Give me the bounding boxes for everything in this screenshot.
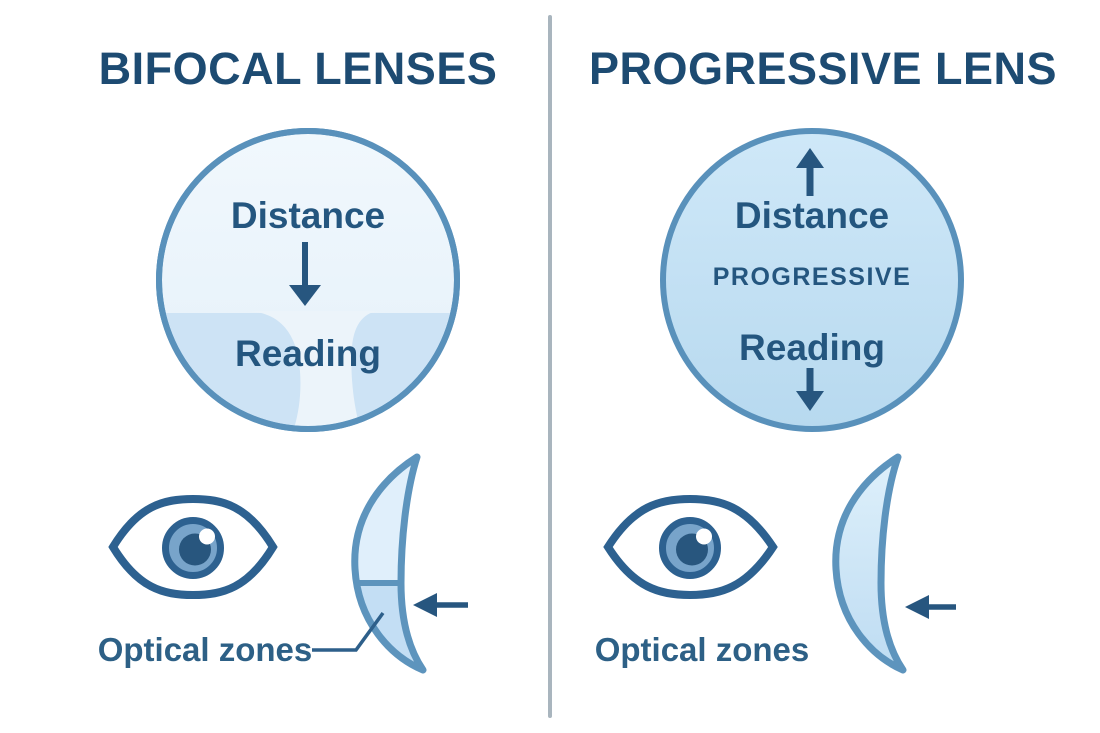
progressive-panel-title: PROGRESSIVE LENS <box>588 43 1058 94</box>
eye-icon <box>108 494 278 600</box>
panel-divider-line <box>548 15 552 718</box>
optical-zones-label: Optical zones <box>594 631 810 668</box>
left-pointer-arrow-icon <box>413 593 468 617</box>
leader-line <box>312 611 385 652</box>
lens-cross-section-icon <box>832 453 907 674</box>
left-pointer-arrow-icon <box>905 595 956 619</box>
progressive-zone-label: PROGRESSIVE <box>712 263 912 291</box>
progressive-lens-front-view <box>660 128 964 432</box>
distance-zone-label: Distance <box>230 195 386 236</box>
distance-zone-label: Distance <box>734 195 890 236</box>
bifocal-reading-zone <box>162 311 454 426</box>
down-arrow-icon <box>289 242 321 306</box>
bifocal-panel-title: BIFOCAL LENSES <box>98 43 498 94</box>
up-arrow-icon <box>796 148 824 196</box>
eye-icon <box>603 494 778 600</box>
reading-zone-label: Reading <box>235 333 381 374</box>
down-arrow-icon <box>796 368 824 411</box>
reading-zone-label: Reading <box>739 327 885 368</box>
optical-zones-label: Optical zones <box>97 631 313 668</box>
bifocal-circle-border <box>156 128 460 432</box>
